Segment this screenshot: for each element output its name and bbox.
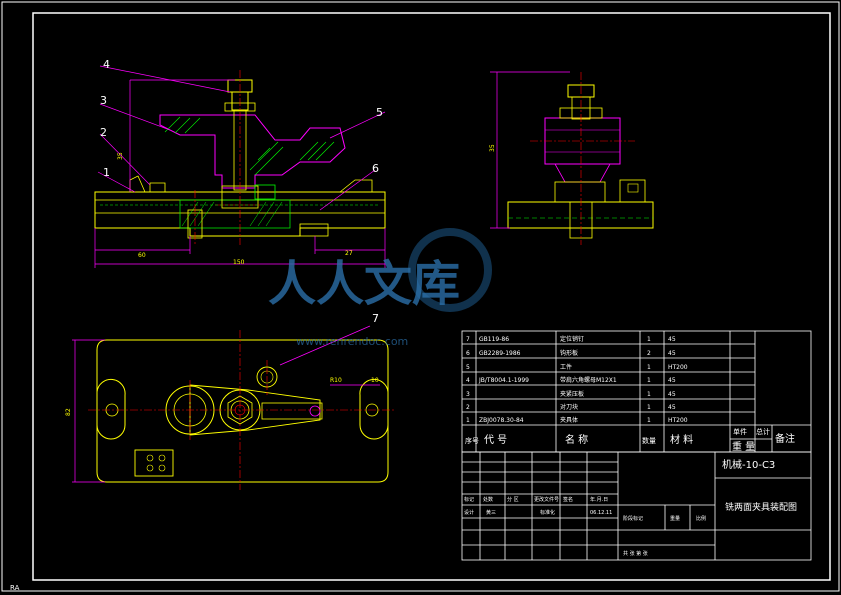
bom-header-name: 名 称: [565, 433, 588, 446]
leader-label-4: 4: [103, 58, 110, 71]
bom-cell-no: 6: [466, 350, 470, 357]
sign-cell: 黄三: [486, 509, 496, 516]
bom-cell-material: HT200: [668, 417, 688, 424]
leader-label-2: 2: [100, 126, 107, 139]
title-block: [461, 451, 812, 561]
bom-header-qty: 数量: [642, 436, 656, 445]
bom-cell-name: 夹具体: [560, 416, 578, 424]
leader-label-7: 7: [372, 312, 379, 325]
dim-27: 27: [345, 250, 353, 257]
bom-header-no: 序号: [465, 436, 479, 445]
leader-label-6: 6: [372, 162, 379, 175]
sign-cell: 共 张 第 张: [623, 550, 648, 557]
bom-cell-no: 2: [466, 404, 470, 411]
bom-cell-qty: 2: [647, 350, 651, 357]
bom-cell-name: 钩形板: [560, 349, 578, 357]
sign-cell: 标准化: [540, 509, 555, 516]
sign-cell: 年.月.日: [590, 496, 608, 503]
bom-cell-material: 45: [668, 377, 676, 384]
dim-150: 150: [233, 259, 245, 266]
bom-cell-name: 带肩六角螺母M12X1: [560, 376, 617, 384]
bom-header-code: 代 号: [484, 434, 507, 446]
side-view: [490, 71, 654, 245]
bom-cell-qty: 1: [647, 336, 651, 343]
bom-header-unit: 单件: [733, 427, 747, 436]
sign-cell: 标记: [464, 496, 474, 503]
dim-10: 10: [371, 377, 379, 384]
corner-mark: RA: [10, 584, 20, 592]
bom-cell-material: HT200: [668, 364, 688, 371]
dim-side-height: 35: [489, 144, 496, 152]
bom-cell-name: 定位销钉: [560, 335, 584, 343]
sign-cell: 更改文件号: [534, 496, 559, 503]
bom-cell-material: 45: [668, 391, 676, 398]
bom-header-material: 材 料: [670, 433, 693, 446]
front-view: [94, 65, 386, 268]
bom-cell-no: 7: [466, 336, 470, 343]
bom-cell-no: 3: [466, 391, 470, 398]
sign-cell: 分 区: [507, 496, 519, 503]
bom-cell-material: 45: [668, 336, 676, 343]
bom-cell-qty: 1: [647, 377, 651, 384]
bom-cell-qty: 1: [647, 391, 651, 398]
watermark-logo: [408, 228, 492, 312]
drawing-name: 铣两面夹具装配图: [725, 501, 797, 513]
bom-cell-no: 4: [466, 377, 470, 384]
leader-label-1: 1: [103, 166, 110, 179]
sign-cell: 签名: [563, 496, 573, 503]
watermark-brand: 人人文库: [268, 256, 460, 312]
bom-cell-code: GB2289-1986: [479, 350, 521, 357]
bom-header-total: 总计: [756, 427, 770, 436]
sign-cell: 06.12.11: [590, 510, 612, 516]
bom-header-remark: 备注: [775, 432, 795, 445]
bom-cell-code: ZBJ0078.30-84: [479, 417, 524, 424]
bom-header-weight: 重 量: [732, 440, 755, 453]
drawing-code: 机械-10-C3: [722, 458, 775, 471]
bom-cell-qty: 1: [647, 364, 651, 371]
dim-82: 82: [65, 408, 72, 416]
bom-cell-no: 1: [466, 417, 470, 424]
sign-cell: 设计: [464, 509, 474, 516]
bom-cell-name: 夹紧压板: [560, 390, 584, 398]
leader-label-3: 3: [100, 94, 107, 107]
sign-cell: 阶段标记: [623, 515, 643, 522]
bom-cell-name: 工件: [560, 363, 572, 371]
bom-cell-no: 5: [466, 364, 470, 371]
top-view: [72, 325, 395, 490]
dim-60: 60: [138, 252, 146, 259]
sign-cell: 比例: [696, 515, 706, 522]
bom-cell-material: 45: [668, 404, 676, 411]
bom-cell-material: 45: [668, 350, 676, 357]
leader-label-5: 5: [376, 106, 383, 119]
sign-block: 标记 处数 分 区 更改文件号签名 年.月.日设计 黄三 标准化 06.12.11 阶段标记 重量…: [464, 496, 706, 557]
bom-cell-code: GB119-86: [479, 336, 509, 343]
bom-cell-code: JB/T8004.1-1999: [478, 377, 529, 384]
dim-r10: R10: [330, 377, 342, 384]
bom-cell-qty: 1: [647, 417, 651, 424]
inner-border: [32, 12, 831, 581]
sign-cell: 处数: [483, 496, 493, 503]
bom-cell-name: 对刀块: [560, 403, 578, 411]
dim-35: 35: [117, 152, 124, 160]
bom-cell-qty: 1: [647, 404, 651, 411]
watermark-url: www.renrendoc.com: [296, 335, 408, 348]
sign-cell: 重量: [670, 515, 680, 522]
